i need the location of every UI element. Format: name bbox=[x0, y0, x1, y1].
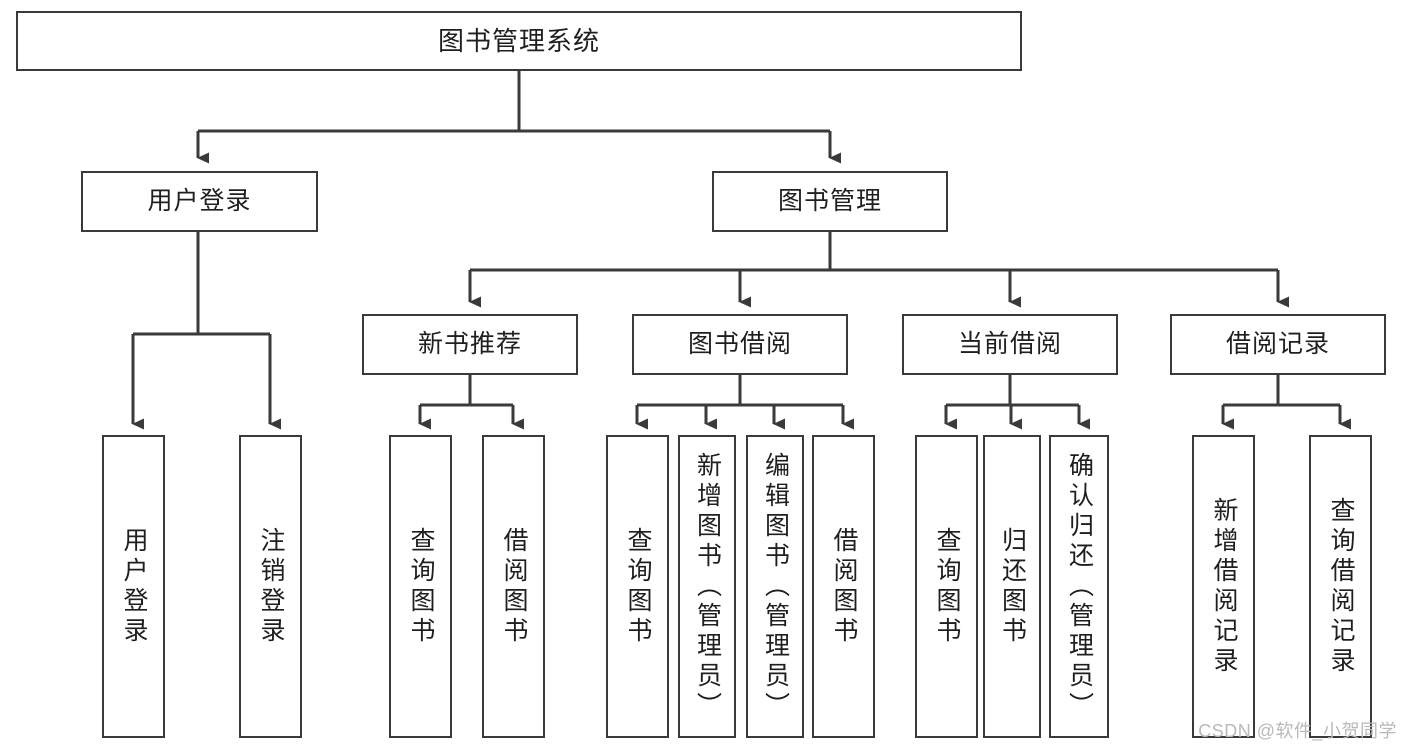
node-label: 查询图书 bbox=[933, 526, 961, 647]
node-new-book-recommendation[interactable]: 新书推荐 bbox=[362, 314, 578, 375]
leaf-return-book[interactable]: 归还图书 bbox=[983, 435, 1041, 738]
leaf-borrow-book[interactable]: 借阅图书 bbox=[812, 435, 875, 738]
node-label: 图书管理 bbox=[777, 187, 882, 215]
leaf-query-book-borrow[interactable]: 查询图书 bbox=[606, 435, 669, 738]
node-label: 用户登录 bbox=[120, 526, 148, 647]
node-label: 新书推荐 bbox=[417, 330, 522, 358]
leaf-query-borrow-record[interactable]: 查询借阅记录 bbox=[1309, 435, 1372, 738]
node-label: 用户登录 bbox=[147, 187, 252, 215]
leaf-user-login[interactable]: 用户登录 bbox=[102, 435, 165, 738]
leaf-confirm-return-admin[interactable]: 确认归还（管理员） bbox=[1049, 435, 1109, 738]
node-label: 新增借阅记录 bbox=[1210, 496, 1238, 677]
node-current-borrowing[interactable]: 当前借阅 bbox=[902, 314, 1118, 375]
node-root-book-management-system[interactable]: 图书管理系统 bbox=[16, 11, 1022, 71]
node-label: 确认归还（管理员） bbox=[1065, 451, 1094, 722]
leaf-add-book-admin[interactable]: 新增图书（管理员） bbox=[678, 435, 736, 738]
leaf-logout[interactable]: 注销登录 bbox=[239, 435, 302, 738]
node-label: 新增图书（管理员） bbox=[693, 451, 722, 722]
node-label: 查询图书 bbox=[407, 526, 435, 647]
leaf-borrow-book-recommend[interactable]: 借阅图书 bbox=[482, 435, 545, 738]
node-borrow-records[interactable]: 借阅记录 bbox=[1170, 314, 1386, 375]
node-label: 图书管理系统 bbox=[437, 25, 600, 56]
node-book-borrowing[interactable]: 图书借阅 bbox=[632, 314, 848, 375]
node-user-login[interactable]: 用户登录 bbox=[81, 171, 318, 232]
leaf-query-book-current[interactable]: 查询图书 bbox=[915, 435, 978, 738]
node-label: 借阅图书 bbox=[500, 526, 528, 647]
leaf-add-borrow-record[interactable]: 新增借阅记录 bbox=[1192, 435, 1255, 738]
node-label: 注销登录 bbox=[257, 526, 285, 647]
node-label: 编辑图书（管理员） bbox=[761, 451, 790, 722]
node-label: 查询图书 bbox=[624, 526, 652, 647]
node-book-management[interactable]: 图书管理 bbox=[712, 171, 948, 232]
leaf-edit-book-admin[interactable]: 编辑图书（管理员） bbox=[746, 435, 804, 738]
node-label: 归还图书 bbox=[998, 526, 1027, 647]
node-label: 图书借阅 bbox=[687, 330, 792, 358]
node-label: 当前借阅 bbox=[957, 330, 1062, 358]
node-label: 借阅记录 bbox=[1225, 330, 1330, 358]
node-label: 借阅图书 bbox=[830, 526, 858, 647]
leaf-query-book-recommend[interactable]: 查询图书 bbox=[389, 435, 452, 738]
node-label: 查询借阅记录 bbox=[1327, 496, 1355, 677]
